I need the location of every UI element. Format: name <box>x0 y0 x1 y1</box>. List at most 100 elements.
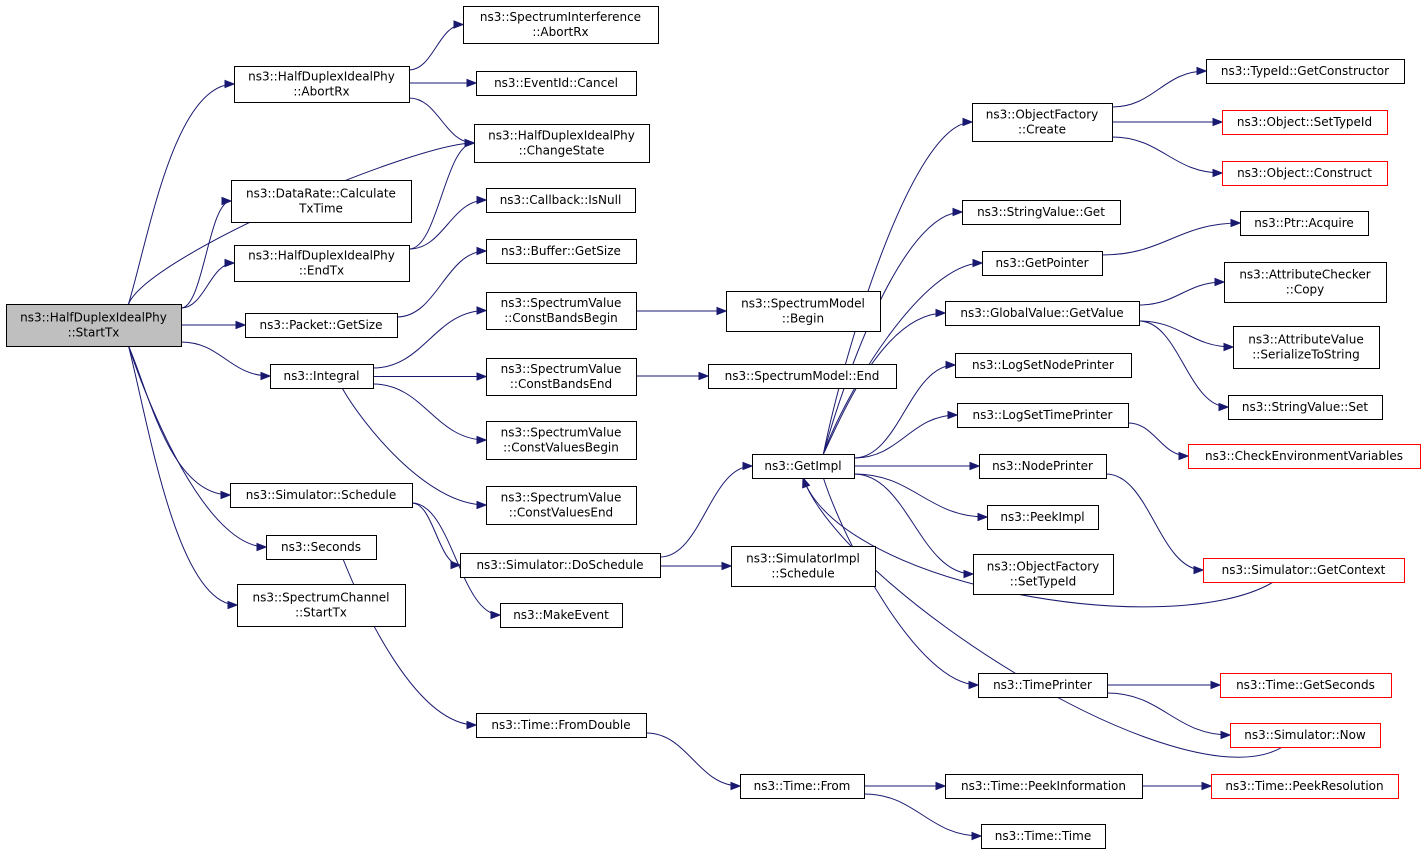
node-label: ::SetTypeId <box>1010 575 1077 589</box>
node-pktsize[interactable]: ns3::Packet::GetSize <box>245 313 398 338</box>
edge-line <box>1101 222 1241 256</box>
node-svset[interactable]: ns3::StringValue::Set <box>1228 395 1383 420</box>
node-getsecs[interactable]: ns3::Time::GetSeconds <box>1220 673 1392 698</box>
node-gctor[interactable]: ns3::TypeId::GetConstructor <box>1206 59 1405 84</box>
node-endtx[interactable]: ns3::HalfDuplexIdealPhy::EndTx <box>234 245 410 282</box>
node-objset[interactable]: ns3::Object::SetTypeId <box>1222 110 1388 135</box>
node-box <box>270 364 374 389</box>
node-peekres[interactable]: ns3::Time::PeekResolution <box>1211 774 1399 799</box>
node-simnow[interactable]: ns3::Simulator::Now <box>1230 723 1381 748</box>
node-chstate[interactable]: ns3::HalfDuplexIdealPhy::ChangeState <box>474 124 650 163</box>
node-label: ns3::GetImpl <box>764 459 841 473</box>
node-peekimpl[interactable]: ns3::PeekImpl <box>987 505 1099 530</box>
node-checkenv[interactable]: ns3::CheckEnvironmentVariables <box>1188 444 1421 469</box>
node-timefrom[interactable]: ns3::Time::From <box>740 774 865 799</box>
edge-cbe-to-smend <box>636 371 710 381</box>
edge-timeprinter-to-simnow <box>1106 692 1232 740</box>
node-label: ns3::Time::GetSeconds <box>1236 678 1375 692</box>
node-lstp[interactable]: ns3::LogSetTimePrinter <box>957 403 1129 428</box>
arrow-head-icon <box>224 79 236 89</box>
node-siabort[interactable]: ns3::SpectrumInterference::AbortRx <box>463 6 659 44</box>
node-label: ns3::HalfDuplexIdealPhy <box>248 70 395 84</box>
node-box <box>463 6 659 44</box>
node-cbe[interactable]: ns3::SpectrumValue::ConstBandsEnd <box>486 358 637 396</box>
node-label: ::Create <box>1018 123 1066 137</box>
node-box <box>500 603 623 628</box>
edge-timefrom-to-peekinfo <box>864 781 947 791</box>
node-smend[interactable]: ns3::SpectrumModel::End <box>708 364 897 389</box>
node-abortrx[interactable]: ns3::HalfDuplexIdealPhy::AbortRx <box>234 66 410 103</box>
edge-line <box>128 83 235 305</box>
node-ofcreate[interactable]: ns3::ObjectFactory::Create <box>972 103 1113 142</box>
arrow-head-icon <box>476 246 488 256</box>
node-avser[interactable]: ns3::AttributeValue::SerializeToString <box>1233 326 1380 369</box>
node-box <box>979 454 1107 479</box>
node-box <box>266 535 377 560</box>
edge-nodeprinter-to-getctx <box>1105 473 1205 575</box>
node-smbegin[interactable]: ns3::SpectrumModel::Begin <box>726 291 881 332</box>
node-box <box>6 304 182 347</box>
node-label: ns3::SimulatorImpl <box>746 552 860 566</box>
node-label: ::Copy <box>1286 283 1325 297</box>
node-seconds[interactable]: ns3::Seconds <box>266 535 377 560</box>
node-box <box>1222 110 1388 135</box>
node-label: TxTime <box>298 202 343 216</box>
edge-line <box>853 414 958 459</box>
node-cvb[interactable]: ns3::SpectrumValue::ConstValuesBegin <box>486 421 637 460</box>
edge-line <box>180 200 232 309</box>
edge-timefrom-to-timetime <box>863 793 983 841</box>
node-box <box>486 239 637 264</box>
node-label: ::StartTx <box>68 326 120 340</box>
node-box <box>1203 558 1405 583</box>
node-label: ::ChangeState <box>519 144 605 158</box>
node-box <box>1211 774 1399 799</box>
node-objcon[interactable]: ns3::Object::Construct <box>1222 161 1388 186</box>
node-chstarttx[interactable]: ns3::SpectrumChannel::StartTx <box>237 584 406 627</box>
edge-line <box>342 558 477 726</box>
node-label: ::ConstValuesEnd <box>509 506 613 520</box>
node-label: ns3::MakeEvent <box>513 608 609 622</box>
node-ofset[interactable]: ns3::ObjectFactory::SetTypeId <box>973 554 1114 595</box>
node-cbb[interactable]: ns3::SpectrumValue::ConstBandsBegin <box>486 292 637 330</box>
node-box <box>972 103 1113 142</box>
node-getimpl[interactable]: ns3::GetImpl <box>752 454 855 479</box>
edge-line <box>1106 692 1231 736</box>
arrow-head-icon <box>220 490 232 500</box>
edge-line <box>645 732 741 787</box>
arrow-head-icon <box>969 461 981 471</box>
edge-line <box>863 793 982 837</box>
node-nodeprinter[interactable]: ns3::NodePrinter <box>979 454 1107 479</box>
node-peekinfo[interactable]: ns3::Time::PeekInformation <box>945 774 1143 799</box>
node-cve[interactable]: ns3::SpectrumValue::ConstValuesEnd <box>486 486 637 525</box>
node-ptracq[interactable]: ns3::Ptr::Acquire <box>1240 211 1369 236</box>
node-label: ::StartTx <box>295 606 347 620</box>
node-start[interactable]: ns3::HalfDuplexIdealPhy::StartTx <box>6 304 182 347</box>
node-bufsize[interactable]: ns3::Buffer::GetSize <box>486 239 637 264</box>
node-dosched[interactable]: ns3::Simulator::DoSchedule <box>460 553 661 578</box>
node-simimpl[interactable]: ns3::SimulatorImpl::Schedule <box>731 546 876 587</box>
node-label: ns3::Packet::GetSize <box>260 318 383 332</box>
node-makeevent[interactable]: ns3::MakeEvent <box>500 603 623 628</box>
node-fromdouble[interactable]: ns3::Time::FromDouble <box>476 713 647 738</box>
node-integral[interactable]: ns3::Integral <box>270 364 374 389</box>
node-label: ns3::Callback::IsNull <box>500 193 622 207</box>
node-schedule[interactable]: ns3::Simulator::Schedule <box>230 483 413 508</box>
node-cbnull[interactable]: ns3::Callback::IsNull <box>486 188 636 213</box>
node-timetime[interactable]: ns3::Time::Time <box>981 824 1106 849</box>
node-getctx[interactable]: ns3::Simulator::GetContext <box>1203 558 1405 583</box>
node-evcancel[interactable]: ns3::EventId::Cancel <box>476 71 637 96</box>
node-acopy[interactable]: ns3::AttributeChecker::Copy <box>1224 262 1387 303</box>
node-getptr[interactable]: ns3::GetPointer <box>982 251 1103 276</box>
node-label: ns3::SpectrumChannel <box>253 591 390 605</box>
node-box <box>234 66 410 103</box>
edge-line <box>1127 422 1189 457</box>
arrow-head-icon <box>947 410 959 420</box>
arrow-head-icon <box>968 680 980 690</box>
node-timeprinter[interactable]: ns3::TimePrinter <box>978 673 1108 698</box>
node-box <box>1240 211 1369 236</box>
node-lsnp[interactable]: ns3::LogSetNodePrinter <box>955 353 1132 378</box>
node-label: ::ConstBandsEnd <box>510 377 612 391</box>
node-gvget[interactable]: ns3::GlobalValue::GetValue <box>945 301 1140 326</box>
node-svget[interactable]: ns3::StringValue::Get <box>962 200 1121 225</box>
